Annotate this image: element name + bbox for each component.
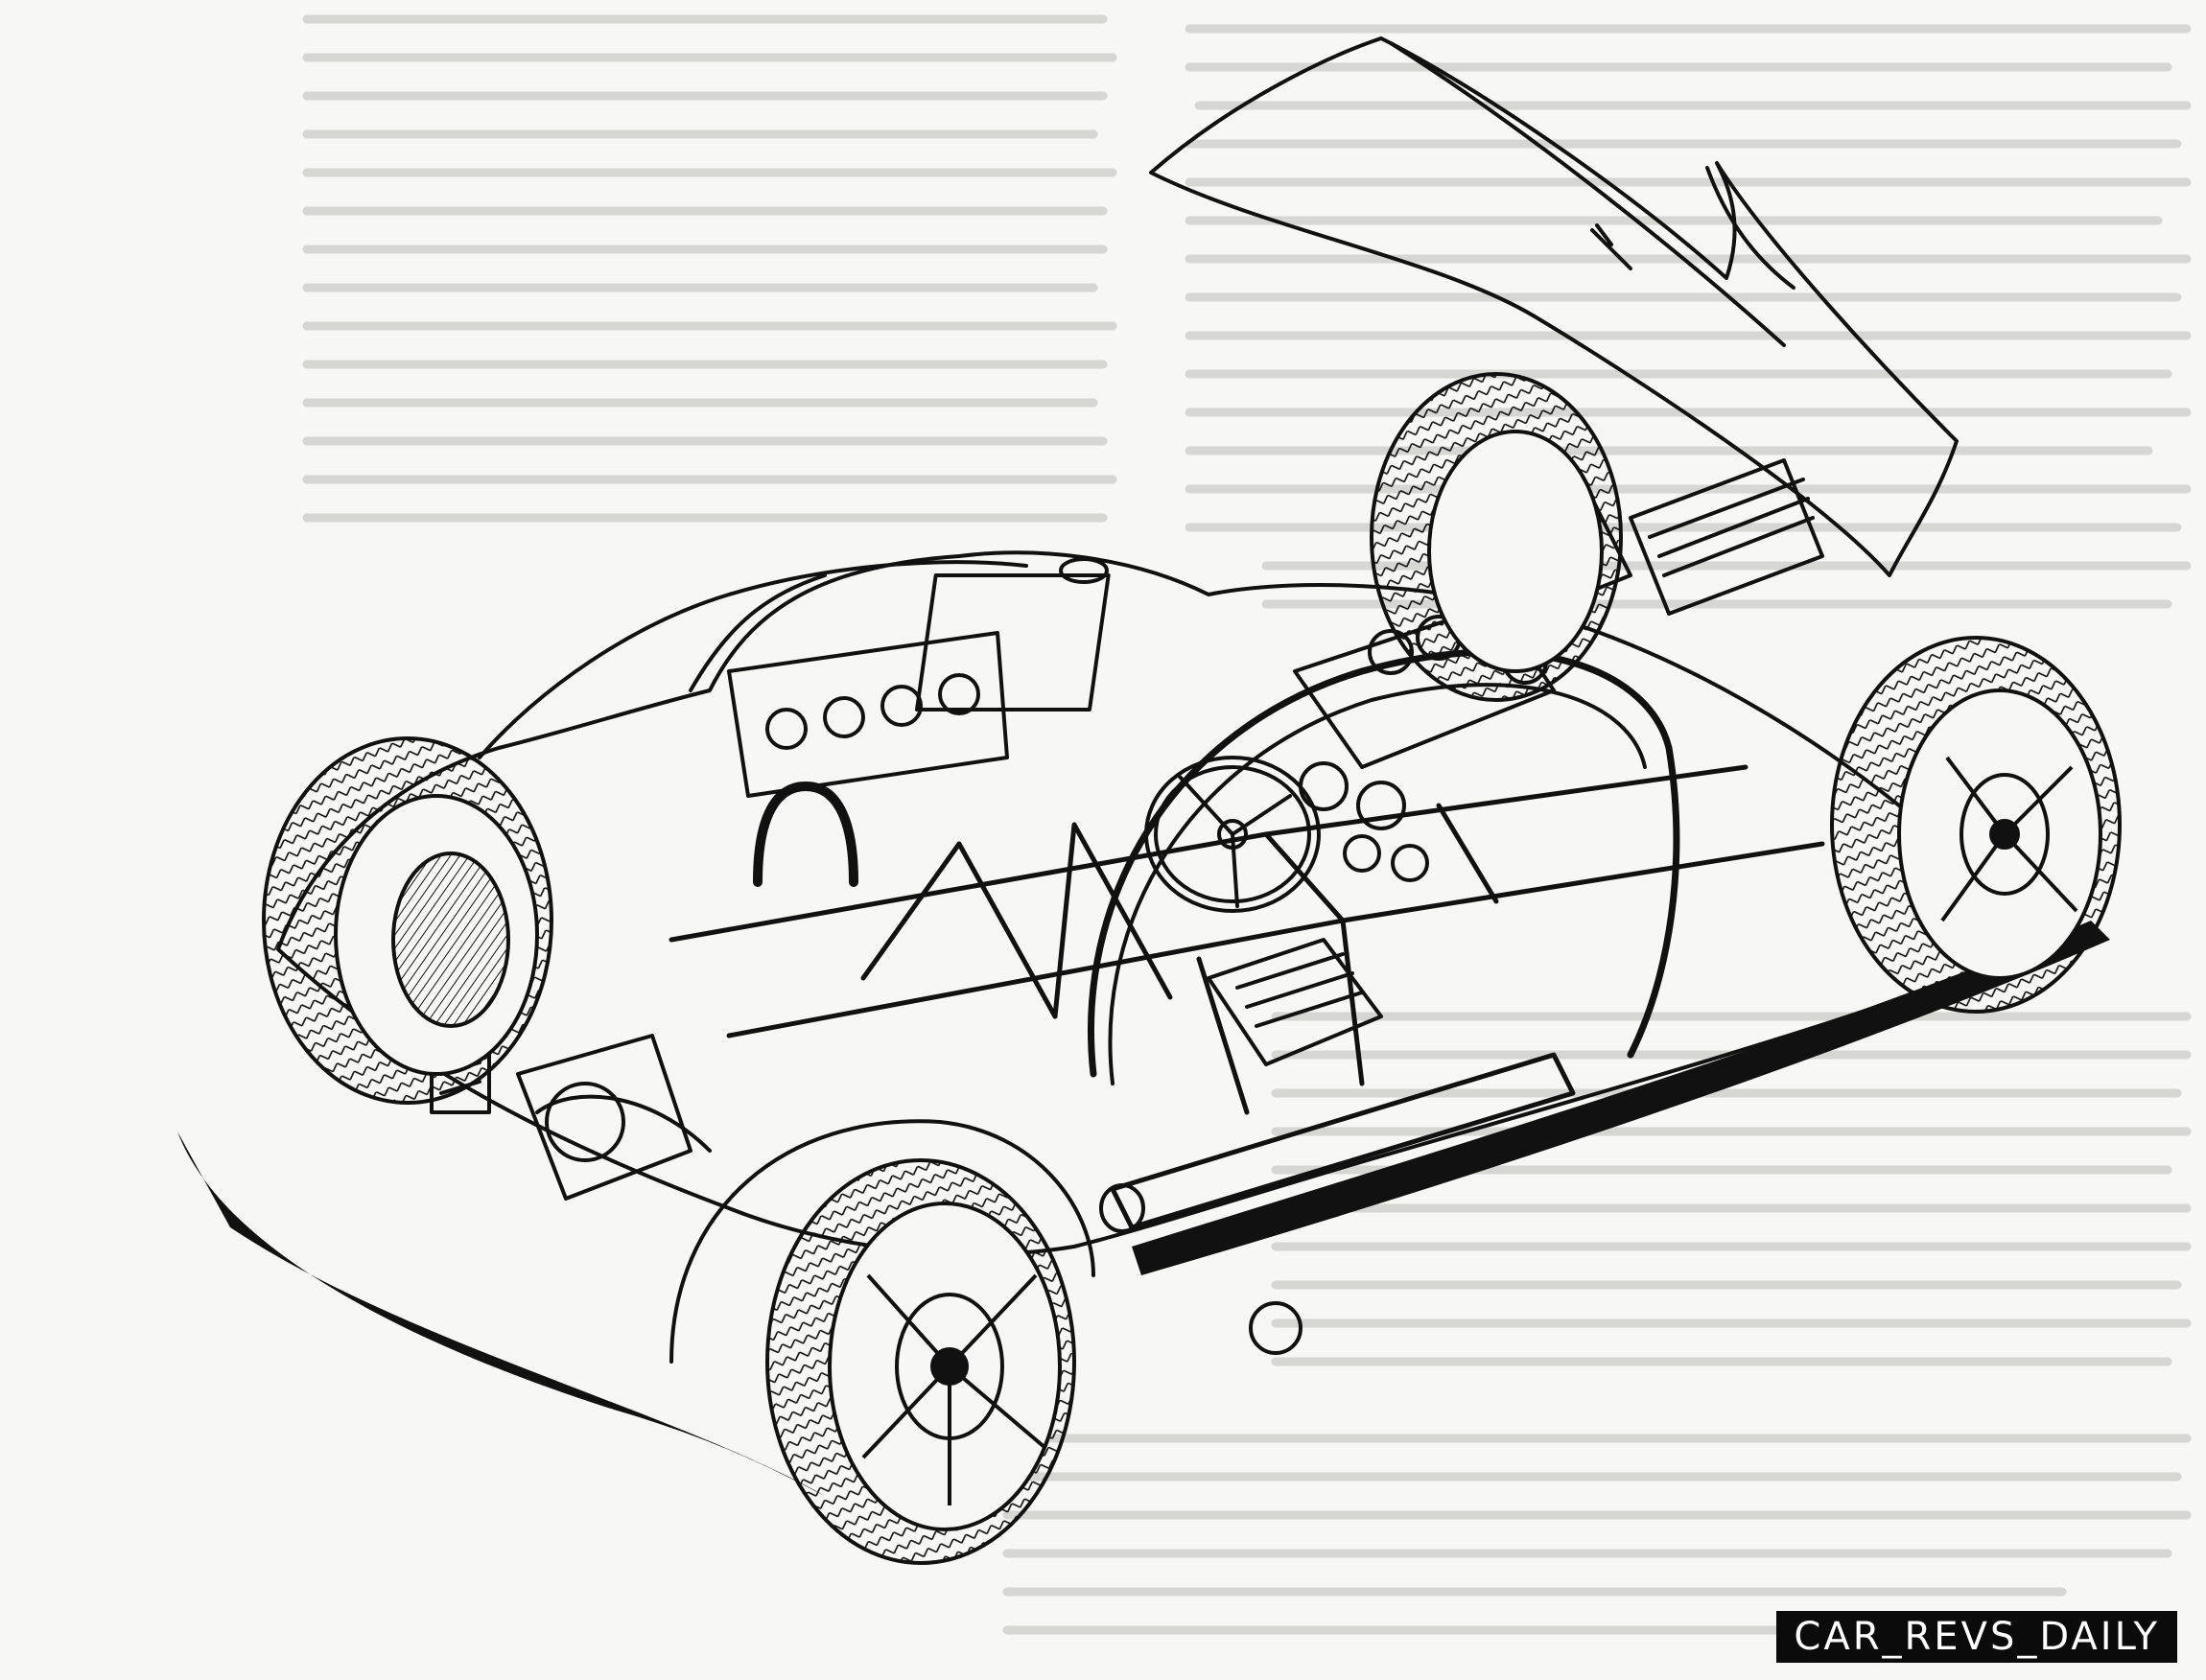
fuel-tank	[914, 573, 1111, 712]
front-left-arch	[669, 1119, 1095, 1364]
cockpit-arch	[1087, 648, 1680, 1078]
wheel-rear-right	[1370, 372, 1623, 702]
spaceframe	[669, 764, 1825, 1115]
roll-hoop	[753, 782, 858, 887]
louvred-panel	[727, 631, 1009, 798]
car-body	[276, 36, 2035, 1364]
fuel-cap	[1059, 557, 1109, 584]
ground-shadow	[177, 1132, 825, 1496]
seat	[1207, 938, 1383, 1066]
wheel-front-right	[1830, 636, 2122, 1014]
rear-clamshell	[1149, 36, 1959, 577]
dash-gauges	[1299, 761, 1429, 882]
exhaust-tip	[1249, 1301, 1302, 1355]
steering-wheel	[1144, 756, 1321, 913]
watermark-badge: CAR_REVS_DAILY	[1776, 1611, 2177, 1663]
gearbox	[516, 1034, 692, 1201]
side-pipe	[1110, 1052, 1576, 1230]
wheel-rear-left	[262, 736, 553, 1105]
bleed-through-text	[302, 14, 2192, 1635]
wheel-front-left	[765, 1158, 1076, 1565]
